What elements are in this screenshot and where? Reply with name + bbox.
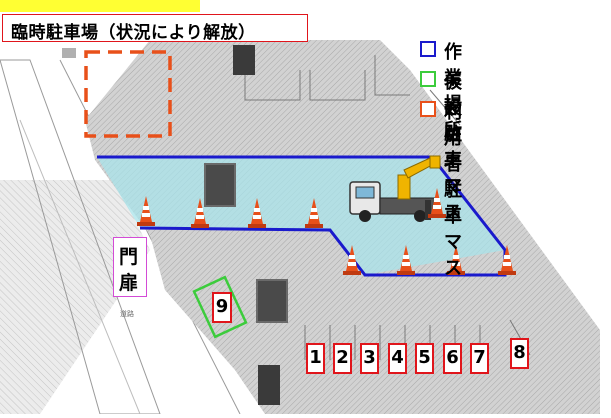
manhole-2 (256, 279, 288, 323)
utility-box-bottom (258, 365, 280, 405)
traffic-cone-icon (248, 198, 266, 228)
temp-slot-9: 9 (212, 292, 232, 323)
slot-number: 6 (446, 347, 459, 368)
parking-slot: 6 (443, 343, 462, 374)
slot-number: 8 (513, 342, 526, 363)
parking-slot: 1 (306, 343, 325, 374)
road-label: 道路 (120, 309, 134, 318)
crane-truck-icon (349, 155, 441, 222)
traffic-cone-icon (498, 245, 516, 275)
parking-slot: 3 (360, 343, 379, 374)
legend-swatch-green (420, 71, 436, 87)
parking-slot: 4 (388, 343, 407, 374)
legend-label: 仮設駐車マス (444, 72, 462, 223)
page-title: 臨時駐車場（状況により解放） (11, 23, 256, 43)
traffic-cone-icon (447, 245, 465, 275)
utility-box-top (233, 45, 255, 75)
slot-number: 2 (336, 347, 349, 368)
legend-swatch-blue (420, 41, 436, 57)
title-tab (0, 0, 200, 12)
traffic-cone-icon (343, 245, 361, 275)
traffic-cone-icon (137, 196, 155, 226)
slot-number: 3 (363, 347, 376, 368)
small-gray-block (62, 48, 76, 58)
road-edge-line-3 (19, 119, 141, 415)
parking-slot: 8 (510, 338, 529, 369)
legend-swatch-orange (420, 101, 436, 117)
manhole-1 (204, 163, 236, 207)
slot-number: 1 (309, 347, 322, 368)
slot-number: 4 (391, 347, 404, 368)
user-parking-dashed-box (84, 50, 172, 138)
road-area-left (0, 180, 150, 414)
temp-parking-green-box (192, 275, 248, 339)
legend-label: 作業場所 (444, 42, 462, 141)
traffic-cone-icon (305, 198, 323, 228)
title-box: 臨時駐車場（状況により解放） (2, 14, 308, 43)
gate-label: 門 扉 (113, 237, 147, 297)
traffic-cone-icon (428, 188, 446, 218)
gate-text-1: 門 (119, 246, 139, 268)
traffic-cones (137, 188, 516, 275)
parking-slot: 5 (415, 343, 434, 374)
traffic-cone-icon (191, 198, 209, 228)
stall-lines-top (244, 55, 461, 126)
gate-text-2: 扉 (119, 272, 139, 294)
slot-number: 9 (215, 296, 229, 317)
legend-label: 利用者駐車マス (444, 102, 462, 279)
slot-number: 5 (418, 347, 431, 368)
traffic-cone-icon (397, 245, 415, 275)
parking-slot: 7 (470, 343, 489, 374)
slot-number: 7 (473, 347, 486, 368)
parking-slot: 2 (333, 343, 352, 374)
